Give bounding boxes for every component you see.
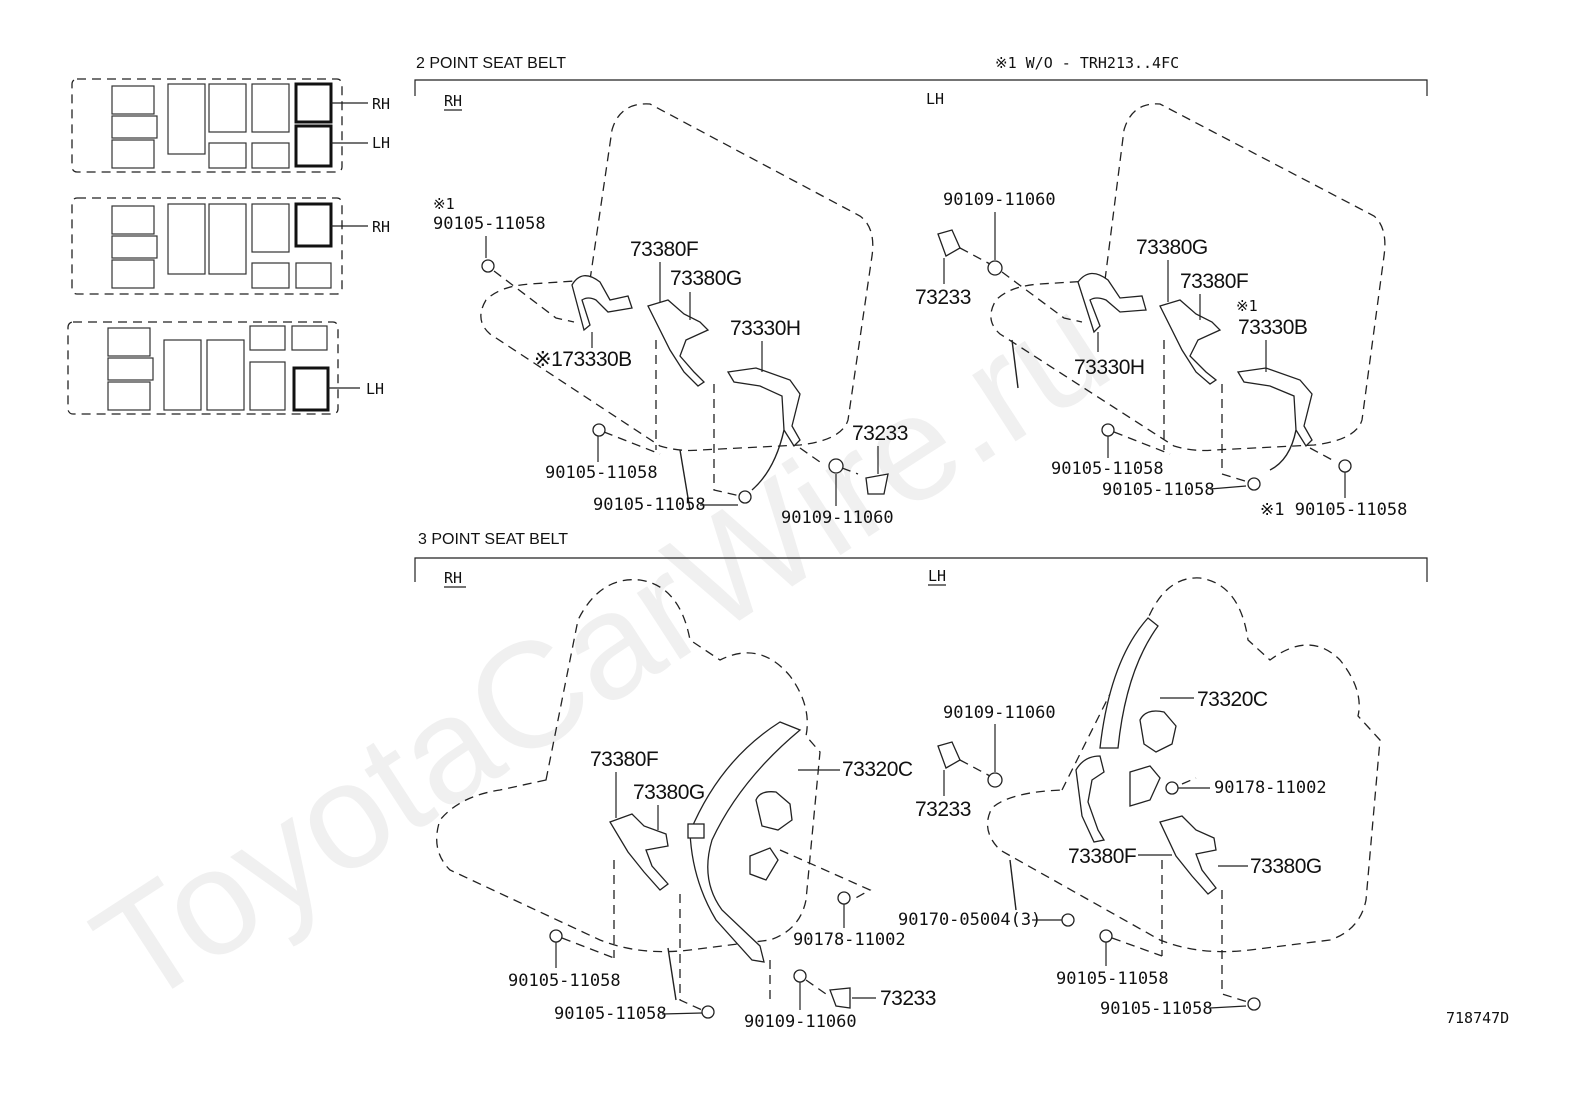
part-73233-b: 73233 xyxy=(915,286,971,309)
part-90105-11058-j: 90105-11058 xyxy=(1100,999,1213,1019)
locator-lh-seat-3 xyxy=(292,366,330,412)
three-point-seat-belt-title: 3 POINT SEAT BELT xyxy=(418,531,568,548)
note-text: ※1 W/O - TRH213..4FC xyxy=(995,54,1179,72)
part-73233-a: 73233 xyxy=(852,422,908,445)
part-90105-11058-a: 90105-11058 xyxy=(433,214,546,234)
locator-rh-seat xyxy=(294,82,333,124)
locator-lh-seat xyxy=(294,124,333,168)
illustration-id: 718747D xyxy=(1446,1009,1509,1027)
part-90105-11058-e: 90105-11058 xyxy=(1102,480,1215,500)
locator-label-lh-1: LH xyxy=(372,134,390,152)
locator-rh-seat-2 xyxy=(294,202,333,248)
side-label-lh-top: LH xyxy=(926,90,944,108)
part-90105-11058-d: 90105-11058 xyxy=(1051,459,1164,479)
part-90105-11058-f: ※1 90105-11058 xyxy=(1260,500,1407,520)
two-point-bracket xyxy=(414,79,1428,96)
belt-parts-3pt-rh xyxy=(549,721,872,1019)
part-73330B-a: ※173330B xyxy=(534,348,632,371)
part-90170-05004: 90170-05004(3) xyxy=(898,910,1041,930)
belt-parts-3pt-lh xyxy=(937,617,1261,1011)
seat-locator-map-1 xyxy=(71,78,368,173)
belt-parts-2pt-lh xyxy=(937,229,1352,491)
seat-outline-3pt-lh xyxy=(986,577,1381,953)
part-73233-c: 73233 xyxy=(880,987,936,1010)
mark-2pt-lh: ※1 xyxy=(1236,297,1258,315)
part-73320C-b: 73320C xyxy=(1197,688,1268,711)
three-point-bracket xyxy=(414,557,1428,582)
seat-locator-map-3 xyxy=(67,321,360,415)
part-73380F-a: 73380F xyxy=(630,238,698,261)
part-90105-11058-c: 90105-11058 xyxy=(593,495,706,515)
part-73380F-b: 73380F xyxy=(1180,270,1248,293)
part-73233-d: 73233 xyxy=(915,798,971,821)
part-73380G-a: 73380G xyxy=(670,267,742,290)
seat-outline-2pt-rh xyxy=(480,103,874,511)
locator-label-rh-1: RH xyxy=(372,95,390,113)
part-73380G-d: 73380G xyxy=(1250,855,1322,878)
side-label-lh-bottom: LH xyxy=(928,567,946,585)
part-90109-11060-d: 90109-11060 xyxy=(943,703,1056,723)
part-90105-11058-h: 90105-11058 xyxy=(554,1004,667,1024)
part-90109-11060-c: 90109-11060 xyxy=(744,1012,857,1032)
part-90109-11060-b: 90109-11060 xyxy=(943,190,1056,210)
seat-locator-map-2 xyxy=(71,197,368,295)
part-90109-11060-a: 90109-11060 xyxy=(781,508,894,528)
part-73380F-d: 73380F xyxy=(1068,845,1136,868)
locator-label-lh-3: LH xyxy=(366,380,384,398)
part-73380G-b: 73380G xyxy=(1136,236,1208,259)
part-73320C-a: 73320C xyxy=(842,758,913,781)
part-73330B-b: 73330B xyxy=(1238,316,1307,339)
part-73330H-a: 73330H xyxy=(730,317,801,340)
two-point-seat-belt-title: 2 POINT SEAT BELT xyxy=(416,55,566,72)
part-90105-11058-i: 90105-11058 xyxy=(1056,969,1169,989)
part-90105-11058-g: 90105-11058 xyxy=(508,971,621,991)
side-label-rh-bottom: RH xyxy=(444,569,462,587)
seat-outline-3pt-rh xyxy=(436,579,821,1001)
part-90178-11002-a: 90178-11002 xyxy=(793,930,906,950)
part-73380G-c: 73380G xyxy=(633,781,705,804)
locator-label-rh-2: RH xyxy=(372,218,390,236)
part-73330H-b: 73330H xyxy=(1074,356,1145,379)
seat-outline-2pt-lh xyxy=(990,103,1386,471)
belt-parts-2pt-rh xyxy=(481,259,889,504)
part-90105-11058-b: 90105-11058 xyxy=(545,463,658,483)
side-label-rh-top: RH xyxy=(444,92,462,110)
mark-2pt-rh: ※1 xyxy=(433,195,455,213)
part-90178-11002-b: 90178-11002 xyxy=(1214,778,1327,798)
part-73380F-c: 73380F xyxy=(590,748,658,771)
